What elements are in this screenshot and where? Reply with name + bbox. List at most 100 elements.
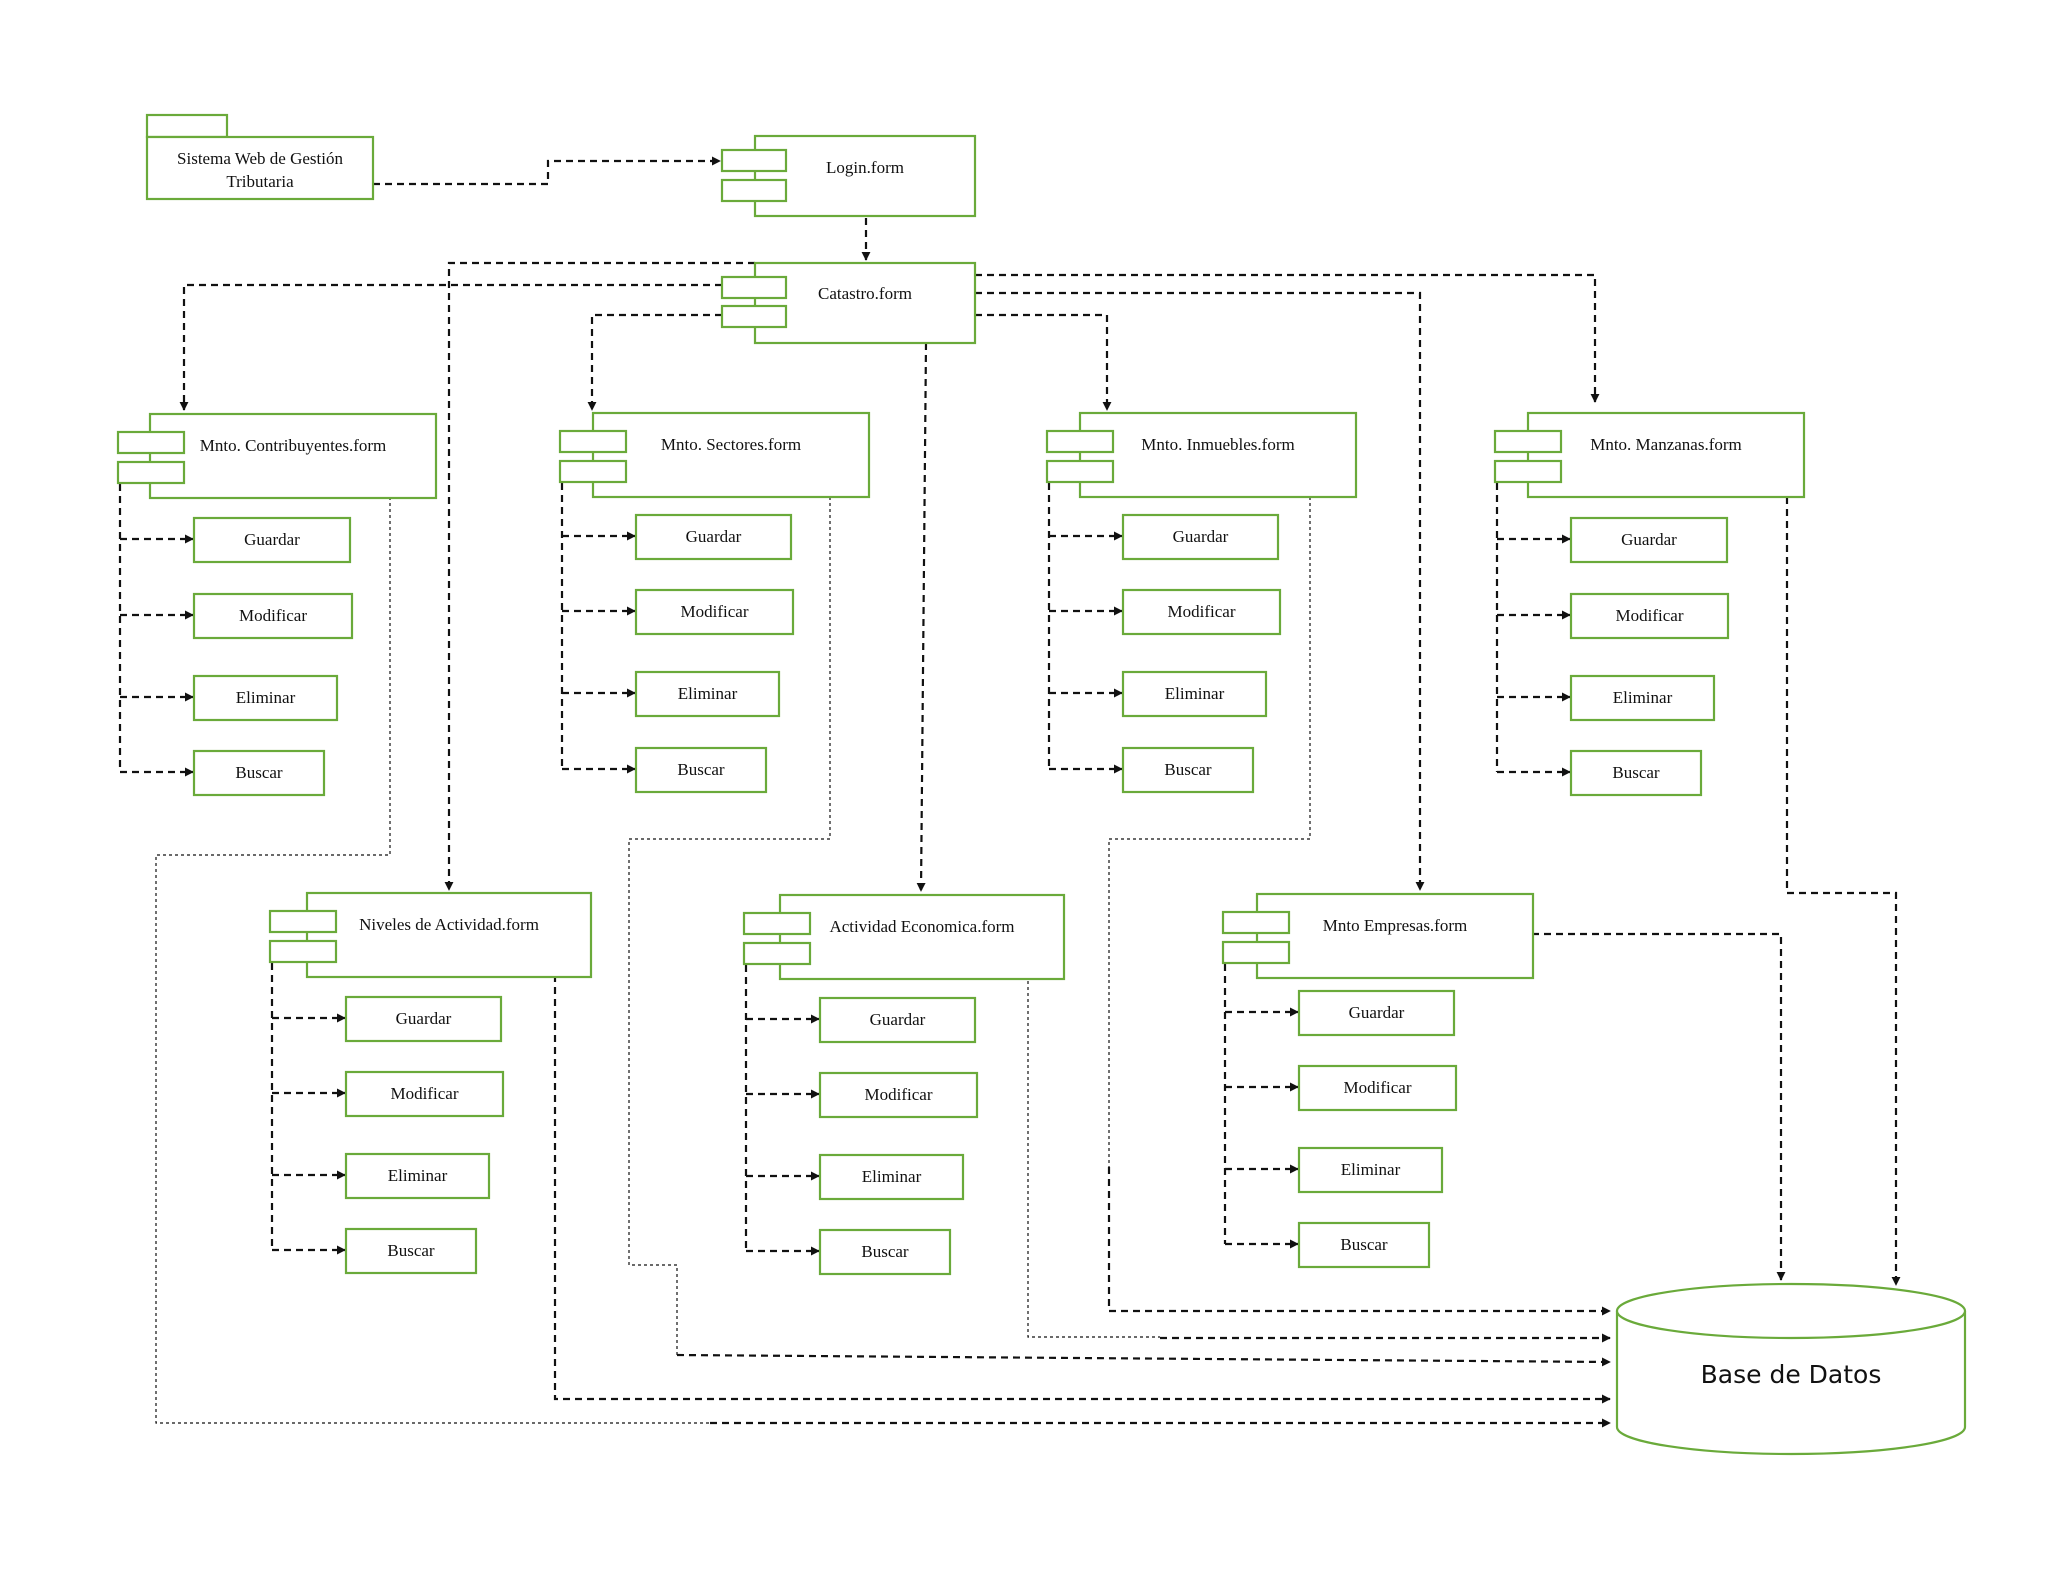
component-catastro-body	[753, 261, 977, 345]
connector-package-login	[373, 156, 721, 186]
action-eliminar[interactable]: Eliminar	[192, 674, 339, 722]
action-guardar[interactable]: Guardar	[1569, 516, 1729, 564]
action-guardar[interactable]: Guardar	[1121, 513, 1280, 561]
action-modificar[interactable]: Modificar	[634, 588, 795, 636]
action-box[interactable]	[344, 1152, 491, 1200]
action-buscar[interactable]: Buscar	[1121, 746, 1255, 794]
action-box[interactable]	[818, 1228, 952, 1276]
action-modificar[interactable]: Modificar	[192, 592, 354, 640]
action-box[interactable]	[192, 592, 354, 640]
database-top	[1615, 1282, 1967, 1340]
action-label: Guardar	[1173, 527, 1229, 546]
action-box[interactable]	[344, 995, 503, 1043]
action-modificar[interactable]: Modificar	[1121, 588, 1282, 636]
action-box[interactable]	[634, 513, 793, 561]
component-mnto-manzanas: Mnto. Manzanas.formGuardarModificarElimi…	[1493, 411, 1806, 797]
action-box[interactable]	[634, 670, 781, 718]
action-label: Eliminar	[1341, 1160, 1401, 1179]
action-eliminar[interactable]: Eliminar	[344, 1152, 491, 1200]
component-port-top	[1493, 429, 1563, 454]
action-label: Modificar	[1168, 602, 1236, 621]
action-eliminar[interactable]: Eliminar	[818, 1153, 965, 1201]
action-box[interactable]	[1569, 674, 1716, 722]
action-modificar[interactable]: Modificar	[344, 1070, 505, 1118]
component-port-bottom	[558, 459, 628, 484]
component-login: Login.form	[720, 134, 977, 218]
action-buscar[interactable]: Buscar	[634, 746, 768, 794]
action-box[interactable]	[344, 1227, 478, 1275]
action-box[interactable]	[1569, 592, 1730, 640]
action-guardar[interactable]: Guardar	[1297, 989, 1456, 1037]
action-label: Guardar	[686, 527, 742, 546]
component-port-bottom	[1045, 459, 1115, 484]
connector-catastro-inmuebles	[975, 313, 1112, 411]
action-box[interactable]	[1297, 1221, 1431, 1269]
action-label: Eliminar	[678, 684, 738, 703]
database-body	[1615, 1311, 1967, 1456]
action-label: Buscar	[1164, 760, 1212, 779]
connector-sectores-db	[628, 497, 831, 1355]
component-port-top	[116, 430, 186, 455]
component-label: Mnto. Manzanas.form	[1590, 435, 1742, 454]
connector-niveles-db	[553, 975, 1611, 1404]
action-eliminar[interactable]: Eliminar	[1121, 670, 1268, 718]
package-label-line1: Sistema Web de Gestión	[177, 149, 343, 168]
component-mnto-sectores: Mnto. Sectores.formGuardarModificarElimi…	[558, 411, 871, 794]
component-catastro-label: Catastro.form	[818, 284, 912, 303]
component-port-bottom	[268, 939, 338, 964]
component-port-bottom	[1221, 940, 1291, 965]
action-box[interactable]	[818, 1071, 979, 1119]
action-box[interactable]	[1297, 1146, 1444, 1194]
component-port-top	[268, 909, 338, 934]
component-body	[591, 411, 871, 499]
action-modificar[interactable]: Modificar	[818, 1071, 979, 1119]
component-port-top	[1045, 429, 1115, 454]
component-catastro: Catastro.form	[720, 261, 977, 345]
action-box[interactable]	[344, 1070, 505, 1118]
action-guardar[interactable]: Guardar	[634, 513, 793, 561]
action-box[interactable]	[1121, 513, 1280, 561]
action-eliminar[interactable]: Eliminar	[1297, 1146, 1444, 1194]
component-label: Niveles de Actividad.form	[359, 915, 539, 934]
action-box[interactable]	[1569, 516, 1729, 564]
action-eliminar[interactable]: Eliminar	[1569, 674, 1716, 722]
action-guardar[interactable]: Guardar	[192, 516, 352, 564]
action-box[interactable]	[1569, 749, 1703, 797]
action-label: Buscar	[1340, 1235, 1388, 1254]
action-label: Guardar	[1621, 530, 1677, 549]
action-box[interactable]	[1121, 588, 1282, 636]
action-label: Modificar	[1616, 606, 1684, 625]
component-body	[1255, 892, 1535, 980]
action-guardar[interactable]: Guardar	[344, 995, 503, 1043]
connector-catastro-actividad	[916, 342, 928, 892]
action-box[interactable]	[818, 996, 977, 1044]
action-box[interactable]	[192, 674, 339, 722]
action-box[interactable]	[192, 749, 326, 797]
action-modificar[interactable]: Modificar	[1297, 1064, 1458, 1112]
connector-sectores-db-arrow	[676, 1353, 1611, 1367]
connector-catastro-empresas	[975, 291, 1425, 891]
action-buscar[interactable]: Buscar	[344, 1227, 478, 1275]
action-buscar[interactable]: Buscar	[1297, 1221, 1431, 1269]
action-box[interactable]	[192, 516, 352, 564]
package-body	[145, 135, 375, 201]
action-box[interactable]	[1297, 989, 1456, 1037]
action-box[interactable]	[818, 1153, 965, 1201]
action-buscar[interactable]: Buscar	[192, 749, 326, 797]
connector-catastro-contribuyentes	[179, 283, 722, 411]
action-box[interactable]	[634, 588, 795, 636]
component-body	[778, 893, 1066, 981]
action-label: Guardar	[870, 1010, 926, 1029]
component-label: Mnto. Contribuyentes.form	[200, 436, 387, 455]
action-buscar[interactable]: Buscar	[1569, 749, 1703, 797]
action-box[interactable]	[1121, 670, 1268, 718]
action-box[interactable]	[1297, 1064, 1458, 1112]
action-modificar[interactable]: Modificar	[1569, 592, 1730, 640]
action-guardar[interactable]: Guardar	[818, 996, 977, 1044]
action-box[interactable]	[1121, 746, 1255, 794]
component-niveles-de-actividad: Niveles de Actividad.formGuardarModifica…	[268, 891, 593, 1275]
action-label: Buscar	[677, 760, 725, 779]
action-box[interactable]	[634, 746, 768, 794]
action-buscar[interactable]: Buscar	[818, 1228, 952, 1276]
action-eliminar[interactable]: Eliminar	[634, 670, 781, 718]
